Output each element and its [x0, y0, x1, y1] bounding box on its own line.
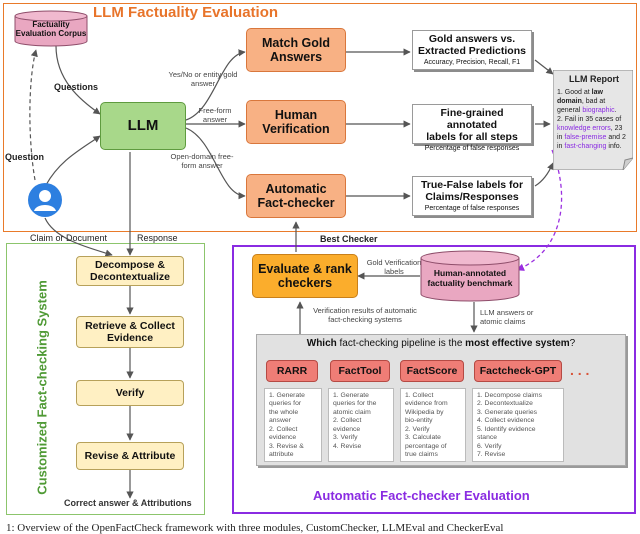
edge-label-human: Free-form answer — [198, 106, 232, 124]
report-title: LLM Report — [569, 74, 619, 84]
llm-label: LLM — [127, 117, 159, 135]
benchmark-cylinder: Human-annotated factuality benchmark — [420, 250, 520, 302]
revise-attribute-step: Revise & Attribute — [76, 442, 184, 470]
automatic-fact-checker-node: Automatic Fact-checker — [246, 174, 346, 218]
system-rarr: RARR — [266, 360, 318, 382]
systems-question: Which fact-checking pipeline is the most… — [306, 338, 576, 349]
automatic-evaluation-panel — [232, 245, 636, 514]
system-factscore: FactScore — [400, 360, 464, 382]
correct-answer-label: Correct answer & Attributions — [64, 498, 192, 508]
response-label: Response — [137, 233, 178, 243]
verification-results-label: Verification results of automatic fact-c… — [313, 306, 417, 324]
benchmark-line2: factuality benchmark — [427, 278, 513, 289]
more-systems-ellipsis: . . . — [570, 362, 590, 378]
system-facttool: FactTool — [330, 360, 390, 382]
evaluate-rank-checkers-node: Evaluate & rank checkers — [252, 254, 358, 298]
fine-grained-note: Fine-grained annotated labels for all st… — [412, 104, 532, 152]
system-factcheck-gpt: Factcheck-GPT — [474, 360, 562, 382]
gold-verification-label: Gold Verification labels — [366, 258, 422, 276]
corpus-line1: Factuality — [32, 20, 70, 29]
llm-answers-label: LLM answers or atomic claims — [480, 308, 534, 326]
figure-caption: 1: Overview of the OpenFactCheck framewo… — [6, 522, 504, 534]
benchmark-line1: Human-annotated — [433, 268, 507, 278]
customized-system-panel — [6, 243, 205, 515]
llm-report: LLM Report 1. Good at law domain, bad at… — [553, 70, 633, 170]
decompose-step: Decompose & Decontextualize — [76, 256, 184, 286]
corpus-line2: Evaluation Corpus — [15, 29, 87, 39]
retrieve-evidence-step: Retrieve & Collect Evidence — [76, 316, 184, 348]
claim-or-document-label: Claim or Document — [30, 233, 108, 243]
best-checker-label: Best Checker — [320, 234, 378, 244]
true-false-note: True-False labels for Claims/Responses P… — [412, 176, 532, 216]
gold-answers-note: Gold answers vs. Extracted Predictions A… — [412, 30, 532, 70]
match-gold-answers-node: Match Gold Answers — [246, 28, 346, 72]
llm-node: LLM — [100, 102, 186, 150]
question-label: Question — [5, 152, 45, 162]
human-verification-node: Human Verification — [246, 100, 346, 144]
user-icon — [27, 182, 63, 218]
edge-label-match: Yes/No or entity gold answer — [168, 70, 238, 88]
questions-label: Questions — [54, 82, 99, 92]
llm-factuality-title: LLM Factuality Evaluation — [93, 4, 279, 21]
automatic-evaluation-title: Automatic Fact-checker Evaluation — [313, 488, 530, 503]
verify-step: Verify — [76, 380, 184, 406]
llm-factuality-panel — [3, 3, 637, 232]
edge-label-auto: Open-domain free-form answer — [170, 152, 234, 170]
corpus-cylinder: Factuality Evaluation Corpus — [14, 10, 88, 48]
